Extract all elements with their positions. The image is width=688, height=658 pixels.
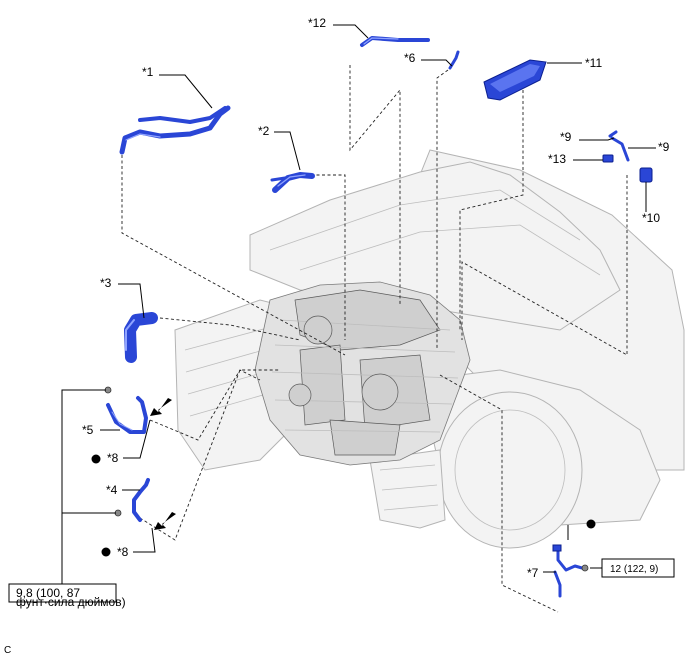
bolt-icon <box>104 386 589 572</box>
label-p4: *4 <box>106 483 118 497</box>
label-p13: *13 <box>548 152 566 166</box>
callout-dashed-lines <box>121 65 628 613</box>
part-12-hose[interactable] <box>360 36 430 47</box>
label-p8b: *8 <box>117 545 129 559</box>
label-p9b: *9 <box>658 140 670 154</box>
leader-lines <box>61 24 656 584</box>
label-p8a: *8 <box>107 451 119 465</box>
label-p3: *3 <box>100 276 112 290</box>
label-p2: *2 <box>258 124 270 138</box>
part-labels: *1 *2 *3 *12 *6 *11 *9 *9 *13 *10 *5 *8 … <box>82 16 670 580</box>
label-p11: *11 <box>585 56 602 70</box>
label-p10: *10 <box>642 211 660 225</box>
part-3-elbow-hose[interactable] <box>124 312 158 363</box>
part-11-cover[interactable] <box>483 59 547 101</box>
corner-code: C <box>4 645 11 656</box>
bullet-dot-icon <box>91 454 596 557</box>
part-6-clip[interactable] <box>448 50 460 70</box>
front-wheel <box>437 391 583 549</box>
part-7-hose[interactable] <box>552 544 584 598</box>
label-p1: *1 <box>142 65 154 79</box>
engine-illustration <box>254 281 471 466</box>
label-p9a: *9 <box>560 130 572 144</box>
part-13-clamp[interactable] <box>602 154 614 163</box>
torque-right-text: 12 (122, 9) <box>610 564 658 575</box>
part-9-hose[interactable] <box>608 130 630 162</box>
torque-box-left: 9,8 (100, 87 фунт·сила дюймов) <box>8 583 126 609</box>
label-p12: *12 <box>308 16 326 30</box>
torque-left-line2: фунт·сила дюймов) <box>16 595 126 609</box>
arrow-pointer-icon <box>150 398 176 530</box>
label-p5: *5 <box>82 423 94 437</box>
part-2-hose[interactable] <box>270 172 315 193</box>
label-p6: *6 <box>404 51 416 65</box>
part-10-bracket[interactable] <box>639 167 653 183</box>
torque-box-right: 12 (122, 9) <box>601 558 675 578</box>
part-5-hose[interactable] <box>106 396 148 434</box>
torque-left-line1: 9,8 (100, 87 <box>16 586 80 600</box>
label-p7: *7 <box>527 566 539 580</box>
vehicle-illustration <box>174 149 685 549</box>
part-4-hose[interactable] <box>132 478 150 522</box>
part-1-hose-assembly[interactable] <box>119 105 231 155</box>
